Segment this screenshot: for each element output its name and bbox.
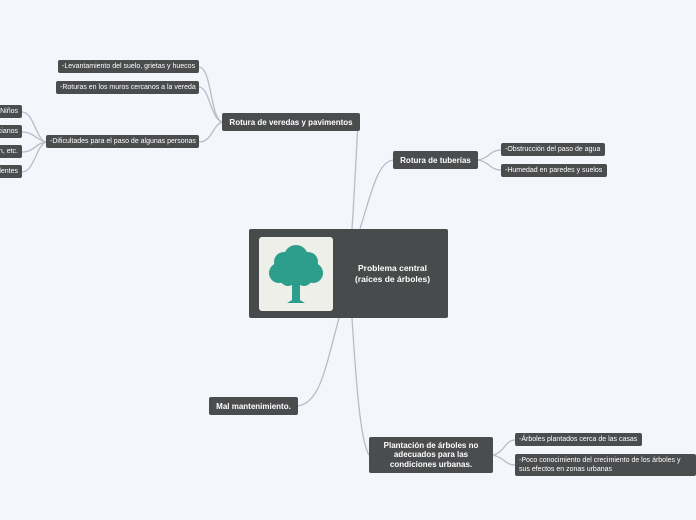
link-veredas-item3 — [198, 121, 223, 143]
branch-veredas[interactable]: Rotura de veredas y pavimentos — [222, 113, 360, 131]
link-plantacion-item1 — [492, 439, 516, 456]
plantacion-item-cerca-casas[interactable]: -Árboles plantados cerca de las casas — [515, 433, 642, 446]
link-dificultades-sub4 — [21, 141, 47, 173]
link-tuberias-item1 — [477, 149, 502, 161]
link-central-mantenimiento — [297, 317, 340, 407]
link-plantacion-item2 — [492, 454, 516, 466]
branch-mantenimiento-label: Mal mantenimiento. — [216, 401, 291, 411]
tree-icon — [269, 245, 323, 303]
veredas-item-dificultades[interactable]: -Dificultades para el paso de algunas pe… — [46, 135, 199, 148]
branch-plantacion-label: Plantación de árboles no adecuados para … — [383, 440, 479, 469]
link-central-tuberias — [359, 159, 394, 230]
dificultades-sub-ninos-label: Niños — [0, 107, 18, 115]
dificultades-sub-etc[interactable]: n, etc. — [0, 145, 22, 158]
branch-tuberias-label: Rotura de tuberías — [400, 155, 471, 165]
tuberias-item-obstruccion-label: -Obstrucción del paso de agua — [505, 145, 601, 153]
plantacion-item-poco-conocimiento[interactable]: -Poco conocimiento del crecimiento de lo… — [515, 454, 696, 476]
veredas-item-dificultades-label: -Dificultades para el paso de algunas pe… — [50, 137, 196, 145]
dificultades-sub-etc-label: n, etc. — [0, 147, 18, 155]
branch-mantenimiento[interactable]: Mal mantenimiento. — [209, 397, 298, 415]
link-dificultades-sub3 — [21, 141, 47, 153]
veredas-item-roturas-muros-label: -Roturas en los muros cercanos a la vere… — [60, 83, 196, 91]
dificultades-sub-accidentes-label: dentes — [0, 167, 18, 175]
veredas-item-levantamiento-label: -Levantamiento del suelo, grietas y huec… — [62, 62, 196, 70]
dificultades-sub-ancianos[interactable]: cianos — [0, 125, 22, 138]
branch-plantacion[interactable]: Plantación de árboles no adecuados para … — [369, 437, 493, 473]
tuberias-item-humedad-label: -Humedad en paredes y suelos — [505, 166, 603, 174]
tuberias-item-obstruccion[interactable]: -Obstrucción del paso de agua — [501, 143, 605, 156]
branch-veredas-label: Rotura de veredas y pavimentos — [229, 117, 353, 127]
tuberias-item-humedad[interactable]: -Humedad en paredes y suelos — [501, 164, 607, 177]
link-dificultades-sub2 — [21, 131, 47, 143]
tree-image — [259, 237, 333, 311]
link-central-veredas — [351, 121, 359, 230]
veredas-item-levantamiento[interactable]: -Levantamiento del suelo, grietas y huec… — [58, 60, 199, 73]
dificultades-sub-ninos[interactable]: Niños — [0, 105, 22, 118]
central-topic-node[interactable]: Problema central (raíces de árboles) — [249, 229, 448, 318]
link-dificultades-sub1 — [21, 111, 47, 143]
dificultades-sub-ancianos-label: cianos — [0, 127, 18, 135]
link-veredas-item1 — [198, 66, 223, 123]
link-veredas-item2 — [198, 86, 223, 123]
veredas-item-roturas-muros[interactable]: -Roturas en los muros cercanos a la vere… — [56, 81, 199, 94]
branch-tuberias[interactable]: Rotura de tuberías — [393, 151, 478, 169]
link-tuberias-item2 — [477, 159, 502, 171]
link-central-plantacion — [351, 317, 370, 456]
central-topic-title: Problema central (raíces de árboles) — [354, 262, 431, 284]
plantacion-item-poco-conocimiento-label: -Poco conocimiento del crecimiento de lo… — [519, 457, 681, 473]
plantacion-item-cerca-casas-label: -Árboles plantados cerca de las casas — [519, 435, 638, 443]
dificultades-sub-accidentes[interactable]: dentes — [0, 165, 22, 178]
